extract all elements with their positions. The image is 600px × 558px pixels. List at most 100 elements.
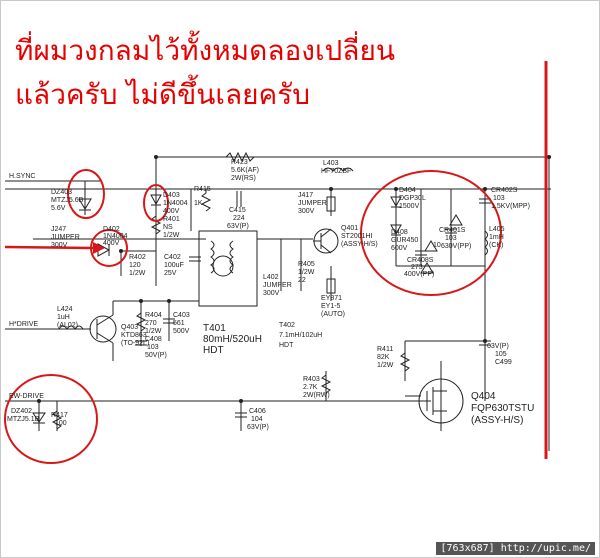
label-c406-value: 104 xyxy=(251,416,263,423)
circle-d403 xyxy=(143,184,169,222)
label-l424-rating: (AL02) xyxy=(57,322,78,329)
label-l405: L405 xyxy=(489,226,505,233)
label-dz403: DZ403 xyxy=(51,189,72,196)
watermark: [763x687] http://upic.me/ xyxy=(436,542,595,555)
label-ey871: EY871 xyxy=(321,295,342,302)
label-c408-value: 103 xyxy=(147,344,159,351)
junction-dots xyxy=(37,155,551,403)
label-c403-value: 561 xyxy=(173,320,185,327)
circle-ew-drive xyxy=(4,374,98,464)
label-d404: D404 xyxy=(399,187,416,194)
label-q403-rating: (TO-92L) xyxy=(121,340,149,347)
label-r404: R404 xyxy=(145,312,162,319)
label-j247: J247 xyxy=(51,226,66,233)
label-q404-rating: (ASSY-H/S) xyxy=(471,415,523,426)
label-r411: R411 xyxy=(377,346,393,353)
components xyxy=(32,151,491,430)
label-c403-rating: 500V xyxy=(173,328,190,335)
label-r411-value: 82K xyxy=(377,354,390,361)
label-dz402-value: MTZJ5.1B xyxy=(7,416,40,423)
label-c499-value: 105 xyxy=(495,351,507,358)
label-l405-rating: (CK) xyxy=(489,242,503,249)
label-cr408s-value: 273 xyxy=(411,264,423,271)
label-ey871-rating: (AUTO) xyxy=(321,311,345,318)
label-d402: D402 xyxy=(103,226,120,233)
label-c408-rating: 50V(P) xyxy=(145,352,167,359)
circle-dz403 xyxy=(67,169,105,219)
label-ey871-value: EY1-5 xyxy=(321,303,341,310)
label-q403: Q403 xyxy=(121,324,138,331)
label-l405-value: 1mH xyxy=(489,234,504,241)
label-c415-value: 224 xyxy=(233,215,245,222)
label-l424: L424 xyxy=(57,306,73,313)
label-r411-rating: 1/2W xyxy=(377,362,394,369)
label-r401: R401 xyxy=(163,216,180,223)
label-cr401s: CR401S xyxy=(439,227,466,234)
label-r415-value: 1K xyxy=(194,200,203,207)
label-t401: T401 xyxy=(203,323,226,334)
label-d403: D403 xyxy=(163,192,180,199)
label-dz403-value: MTZJ5.6B xyxy=(51,197,84,204)
label-d402-rating: 400V xyxy=(103,240,120,247)
label-c408: C408 xyxy=(145,336,162,343)
label-cr401s-value: 103 xyxy=(445,235,457,242)
label-c402-rating: 25V xyxy=(164,270,177,277)
label-d403-value: 1N4004 xyxy=(163,200,188,207)
headline-line-2: แล้วครับ ไม่ดีขึ้นเลยครับ xyxy=(15,78,311,111)
label-c403: C403 xyxy=(173,312,190,319)
label-r405-value: 1/2W xyxy=(298,269,315,276)
label-r401-rating: 1/2W xyxy=(163,232,180,239)
label-t402: T402 xyxy=(279,322,295,329)
label-c499-rating: 63V(P) xyxy=(487,343,509,350)
label-q404-value: FQP630TSTU xyxy=(471,403,534,414)
label-r404-rating: 1/2W xyxy=(145,328,162,335)
label-dz403-rating: 5.6V xyxy=(51,205,66,212)
label-r402: R402 xyxy=(129,254,146,261)
label-l402-rating: 300V xyxy=(263,290,280,297)
label-c415: C415 xyxy=(229,207,246,214)
headline-line-1: ที่ผมวงกลมไว้ทั้งหมดลองเปลี่ยน xyxy=(15,34,396,67)
circle-damper-network xyxy=(360,170,502,296)
label-c402: C402 xyxy=(164,254,181,261)
label-cr402s-value: 103 xyxy=(493,195,505,202)
label-r423-rating: 2W(RS) xyxy=(231,175,256,182)
label-j247-value: JUMPER xyxy=(51,234,80,241)
label-t402-rating: HDT xyxy=(279,342,294,349)
red-arrow-shaft xyxy=(4,245,94,250)
label-l403-value: HF70ZBF xyxy=(321,168,351,175)
label-node-10: 10 xyxy=(433,242,441,249)
label-hdrive: H*DRIVE xyxy=(9,321,39,328)
label-d408: D408 xyxy=(391,229,408,236)
label-t401-rating: HDT xyxy=(203,345,224,356)
label-r405-rating: 22 xyxy=(298,277,306,284)
label-l403: L403 xyxy=(323,160,339,167)
label-cr408s-rating: 400V(PP) xyxy=(404,271,434,278)
label-j417-rating: 300V xyxy=(298,208,315,215)
red-annotations xyxy=(4,61,548,464)
label-j247-rating: 300V xyxy=(51,242,68,249)
label-d403-rating: 400V xyxy=(163,208,180,215)
label-q403-value: KTD863 xyxy=(121,332,147,339)
label-j417-value: JUMPER xyxy=(298,200,327,207)
label-d404-rating: 1500V xyxy=(399,203,420,210)
label-r415: R415 xyxy=(194,186,211,193)
label-r417: R417 xyxy=(51,412,68,419)
label-r404-value: 270 xyxy=(145,320,157,327)
label-l402-value: JUMPER xyxy=(263,282,292,289)
label-r423-value: 5.6K(AF) xyxy=(231,167,259,174)
label-hsync: H.SYNC xyxy=(9,173,35,180)
label-ewdrive: EW-DRIVE xyxy=(9,393,44,400)
label-cr402s: CR402S xyxy=(491,187,518,194)
label-j417: J417 xyxy=(298,192,313,199)
label-r402-rating: 1/2W xyxy=(129,270,146,277)
label-l402: L402 xyxy=(263,274,279,281)
label-cr401s-rating: 630V(PP) xyxy=(441,243,471,250)
label-r417-value: 100 xyxy=(55,420,67,427)
label-r423: R423 xyxy=(231,159,248,166)
label-r403-value: 2.7K xyxy=(303,384,318,391)
red-arrow-head xyxy=(93,242,105,254)
label-c406: C406 xyxy=(249,408,266,415)
label-d408-rating: 600V xyxy=(391,245,408,252)
label-q401: Q401 xyxy=(341,225,358,232)
